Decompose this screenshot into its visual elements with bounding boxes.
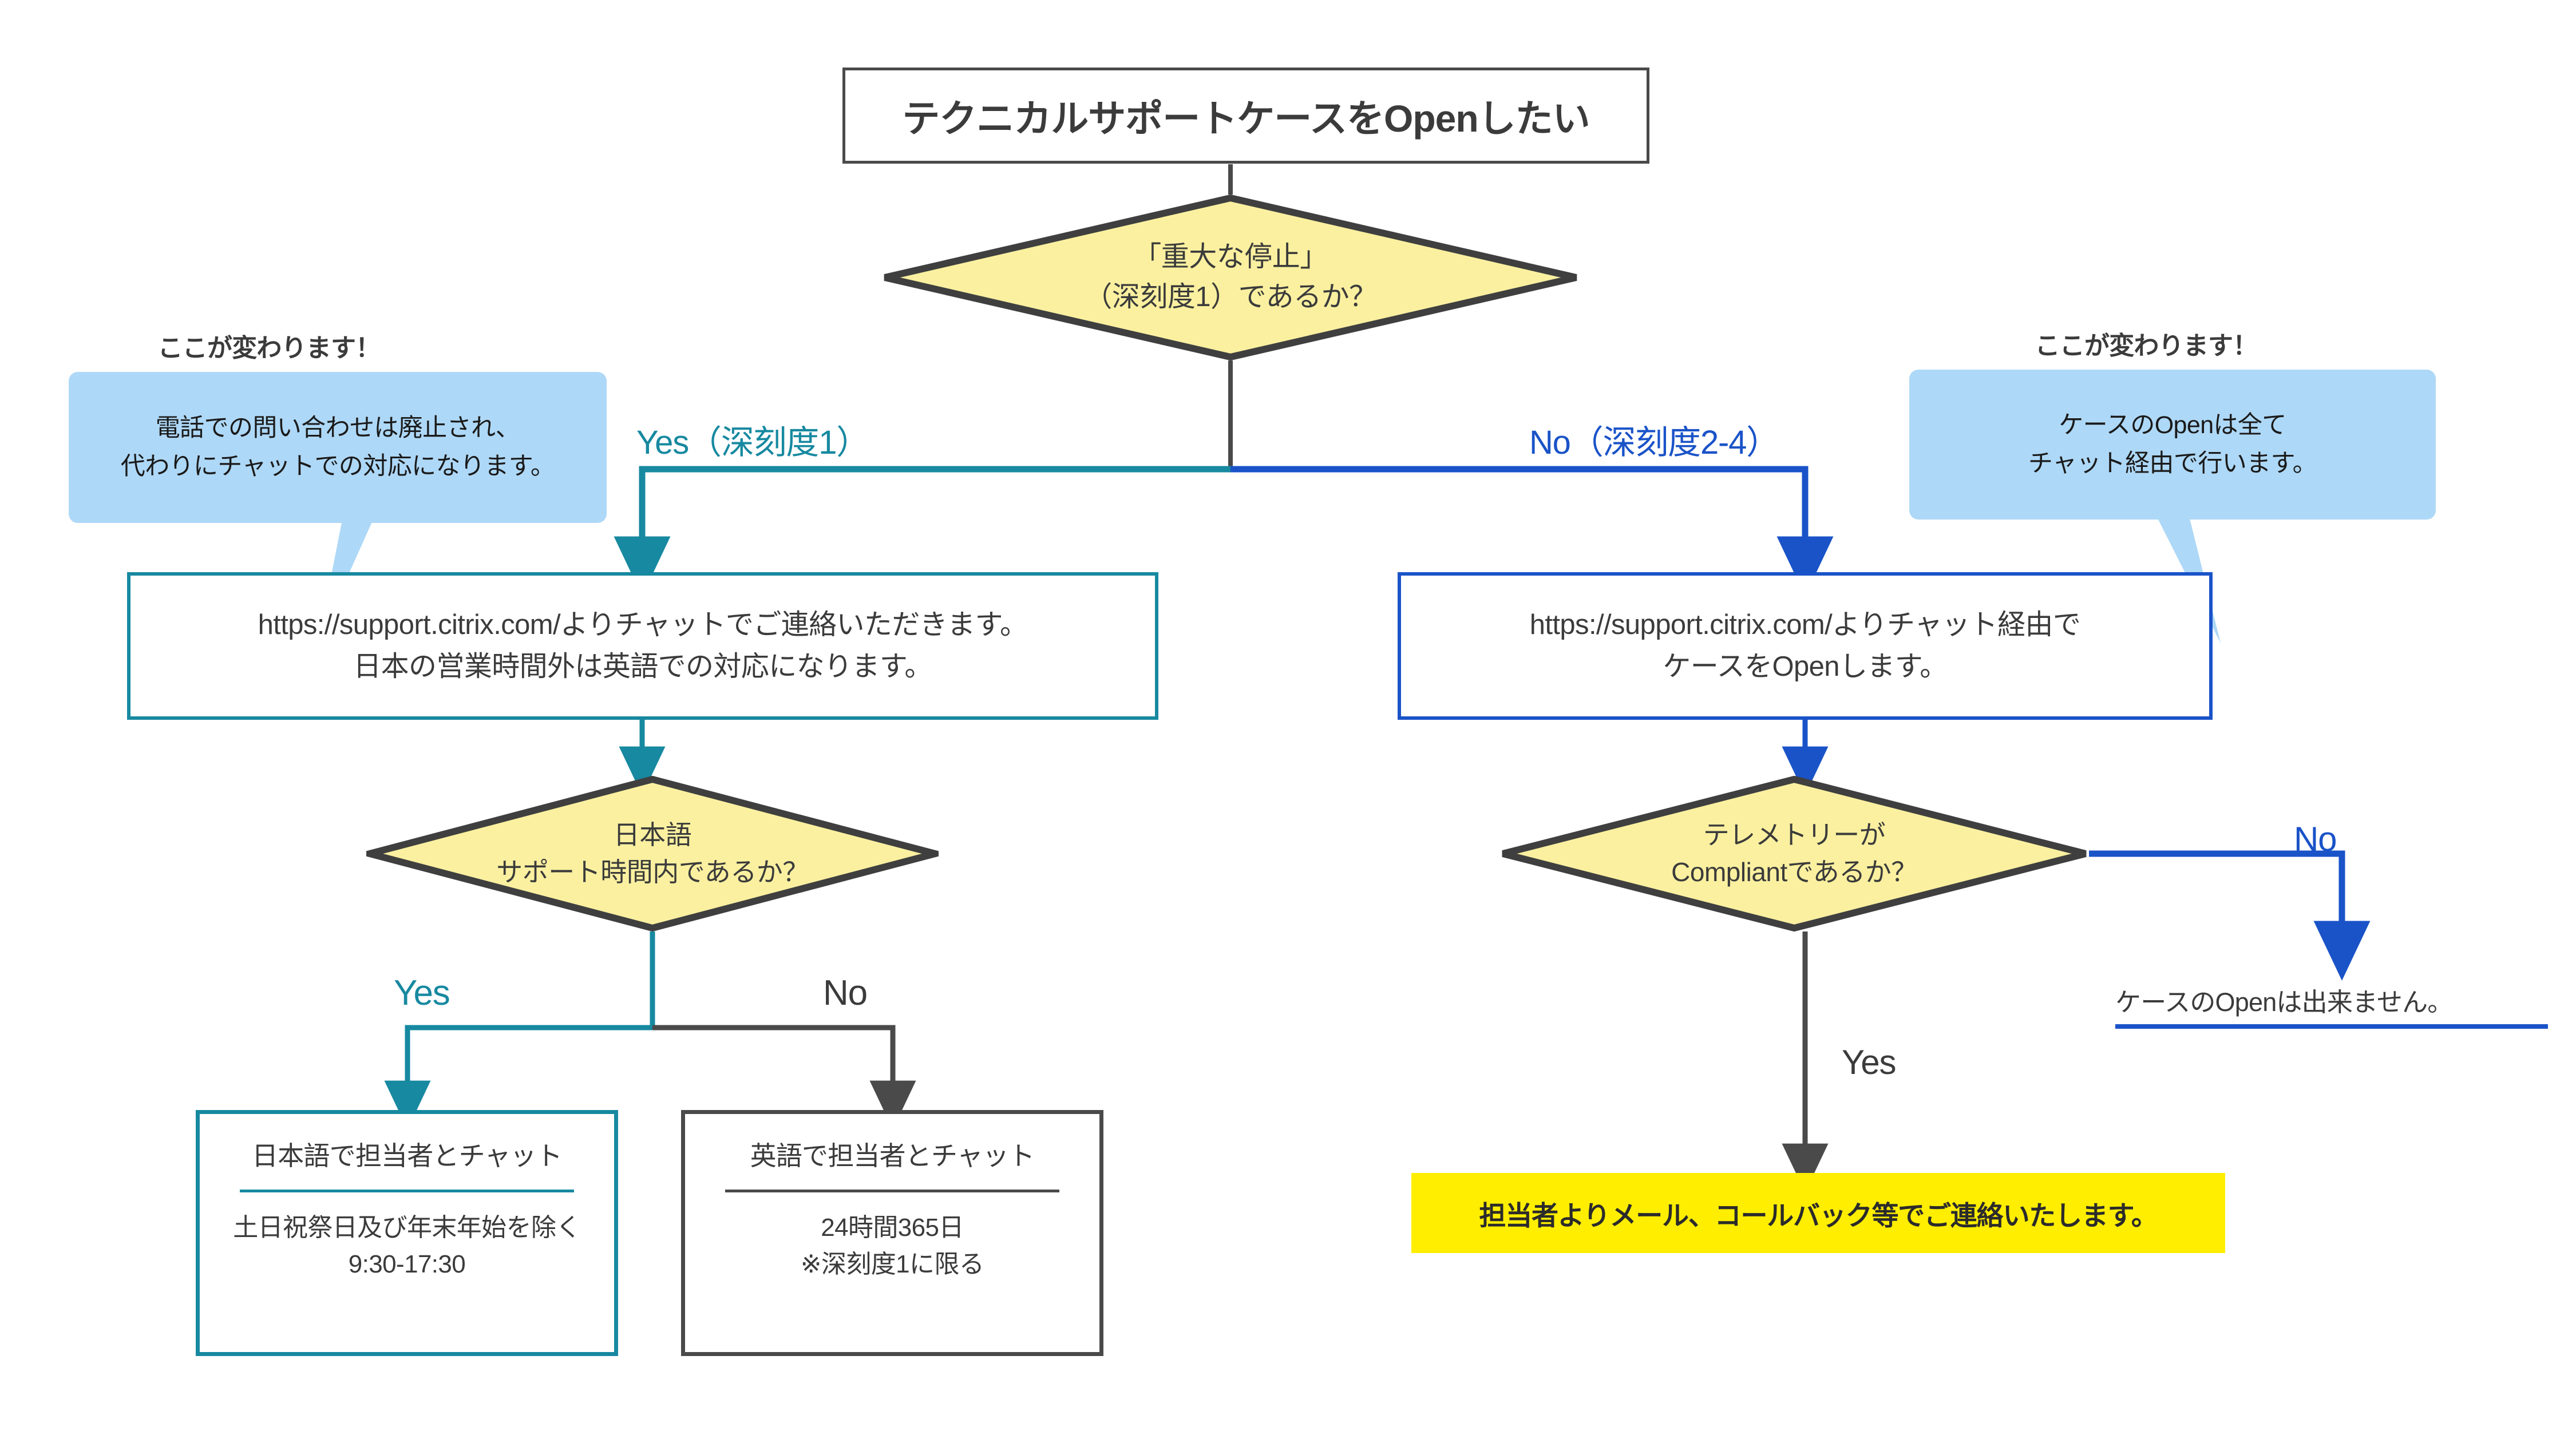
process-chat-right: https://support.citrix.com/よりチャット経由で ケース… [1398,572,2213,720]
diamond-shape-icon [1502,776,2087,931]
callout-left-bubble: 電話での問い合わせは廃止され、 代わりにチャットでの対応になります。 [69,372,607,523]
diamond-shape-icon [366,776,939,931]
result-english-chat-detail: 24時間365日 ※深刻度1に限る [800,1213,984,1279]
result-japanese-chat-detail: 土日祝祭日及び年末年始を除く 9:30-17:30 [233,1213,581,1279]
result-japanese-chat: 日本語で担当者とチャット 土日祝祭日及び年末年始を除く 9:30-17:30 [196,1110,618,1356]
result-no-case-open: ケースのOpenは出来ません。 [2115,980,2567,1029]
page-title: テクニカルサポートケースをOpenしたい [842,68,1649,164]
edge-label-no-severity24: No（深刻度2-4） [1529,424,1779,461]
callout-left-heading: ここが変わります！ [157,334,381,362]
decision-japanese-hours-label: 日本語 サポート時間内であるか？ [496,819,809,887]
result-contact-highlight: 担当者よりメール、コールバック等でご連絡いたします。 [1411,1173,2225,1253]
result-contact-highlight-text: 担当者よりメール、コールバック等でご連絡いたします。 [1479,1200,2158,1231]
callout-right-heading: ここが変わります！ [2035,332,2258,360]
edge-label-yes-telemetry: Yes [1842,1043,1896,1081]
result-japanese-chat-title: 日本語で担当者とチャット [252,1141,563,1171]
result-no-case-open-text: ケースのOpenは出来ません。 [2115,988,2453,1017]
process-chat-right-text: https://support.citrix.com/よりチャット経由で ケース… [1529,609,2081,683]
result-divider [239,1189,575,1192]
edge-label-yes-japanese-hours: Yes [394,973,450,1013]
result-english-chat-title: 英語で担当者とチャット [750,1141,1035,1171]
process-chat-left-text: https://support.citrix.com/よりチャットでご連絡いただ… [258,609,1028,683]
edge-label-no-telemetry: No [2294,820,2337,858]
diamond-shape-icon [884,195,1577,360]
edge-label-no-japanese-hours: No [823,973,868,1013]
title-text: テクニカルサポートケースをOpenしたい [902,97,1590,140]
callout-right-bubble: ケースのOpenは全て チャット経由で行います。 [1909,370,2436,520]
decision-telemetry-label: テレメトリーが Compliantであるか？ [1671,819,1917,887]
decision-japanese-hours: 日本語 サポート時間内であるか？ [366,776,939,931]
decision-severity-label: 「重大な停止」 （深刻度1）であるか？ [1084,241,1377,312]
underline-divider [2115,1024,2548,1029]
process-chat-left: https://support.citrix.com/よりチャットでご連絡いただ… [127,572,1158,720]
result-divider [725,1189,1060,1192]
result-english-chat: 英語で担当者とチャット 24時間365日 ※深刻度1に限る [681,1110,1103,1356]
decision-severity: 「重大な停止」 （深刻度1）であるか？ [881,195,1580,360]
decision-telemetry: テレメトリーが Compliantであるか？ [1499,776,2089,931]
edge-label-yes-severity1: Yes（深刻度1） [636,424,869,461]
